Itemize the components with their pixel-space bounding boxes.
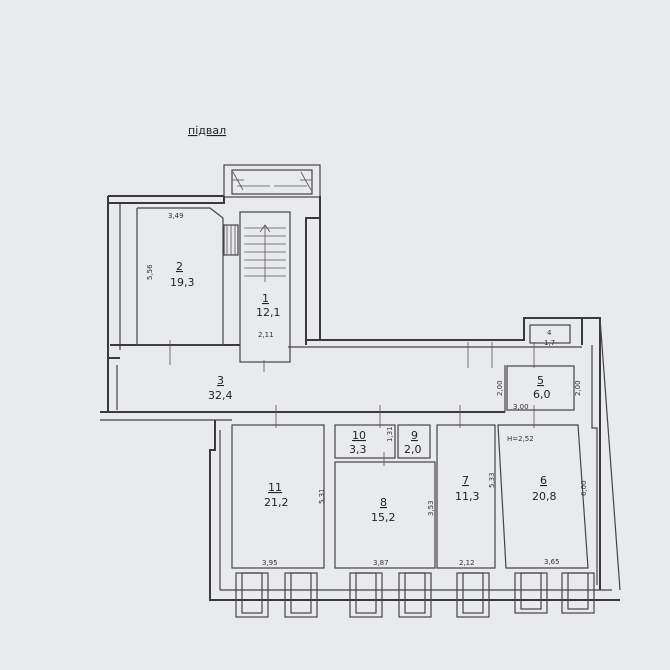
room-3: 3 32,4 2,00 xyxy=(208,365,506,412)
door-marks xyxy=(169,340,535,466)
room-1-number: 1 xyxy=(262,292,269,305)
room-7-height: 5,33 xyxy=(488,472,496,488)
room-3-number: 3 xyxy=(217,374,224,387)
room-6-number: 6 xyxy=(540,474,547,487)
room-9-area: 2,0 xyxy=(404,443,422,456)
room-6-area: 20,8 xyxy=(532,490,557,503)
staircase xyxy=(223,224,286,282)
room-1-area: 12,1 xyxy=(256,306,281,319)
room-3-area: 32,4 xyxy=(208,389,233,402)
room-11-area: 21,2 xyxy=(264,496,289,509)
room-11-number: 11 xyxy=(268,481,282,494)
room-4-number: 4 xyxy=(547,329,552,337)
room-3-height: 2,00 xyxy=(496,380,504,396)
room-11-width: 3,95 xyxy=(262,559,278,567)
room-5-number: 5 xyxy=(537,374,544,387)
room-1-width: 2,11 xyxy=(258,331,274,339)
room-4-area: 1,7 xyxy=(544,339,555,347)
room-9: 9 2,0 xyxy=(397,424,431,459)
room-5: 5 6,0 3,00 2,00 xyxy=(506,365,582,411)
room-6-width: 3,65 xyxy=(544,558,560,566)
room-1: 1 12,1 2,11 xyxy=(223,211,291,363)
room-10-area: 3,3 xyxy=(349,443,367,456)
room-8-number: 8 xyxy=(380,496,387,509)
room-6: H=2,52 6 20,8 3,65 6,00 xyxy=(497,424,589,569)
room-10-number: 10 xyxy=(352,429,366,442)
room-8-area: 15,2 xyxy=(371,511,396,524)
room-2-number: 2 xyxy=(176,260,183,273)
room-6-height: 6,00 xyxy=(580,480,588,496)
plan-title: підвал xyxy=(188,124,226,137)
room-7-width: 2,12 xyxy=(459,559,475,567)
room-10-height: 1,31 xyxy=(386,426,394,442)
room-6-ceiling-height: H=2,52 xyxy=(507,435,534,443)
room-10: 10 3,3 1,31 xyxy=(334,424,396,459)
room-2: 2 19,3 3,49 5,56 xyxy=(136,207,224,346)
room-8: 8 15,2 3,87 3,53 xyxy=(334,461,436,569)
room-5-height: 2,00 xyxy=(574,380,582,396)
room-4: 4 1,7 xyxy=(529,324,571,347)
room-5-width: 3,00 xyxy=(513,403,529,411)
room-8-height: 3,53 xyxy=(427,500,435,516)
room-9-number: 9 xyxy=(411,429,418,442)
room-5-area: 6,0 xyxy=(533,388,551,401)
room-11-height: 5,31 xyxy=(318,488,326,504)
room-2-height: 5,56 xyxy=(146,264,154,280)
window-pits xyxy=(235,572,595,618)
room-2-width: 3,49 xyxy=(168,212,184,220)
entrance-block xyxy=(223,164,321,198)
room-7-number: 7 xyxy=(462,474,469,487)
room-8-width: 3,87 xyxy=(373,559,389,567)
room-11: 11 21,2 3,95 5,31 xyxy=(231,424,326,569)
room-2-area: 19,3 xyxy=(170,276,195,289)
room-7-area: 11,3 xyxy=(455,490,480,503)
room-7: 7 11,3 2,12 5,33 xyxy=(436,424,496,569)
